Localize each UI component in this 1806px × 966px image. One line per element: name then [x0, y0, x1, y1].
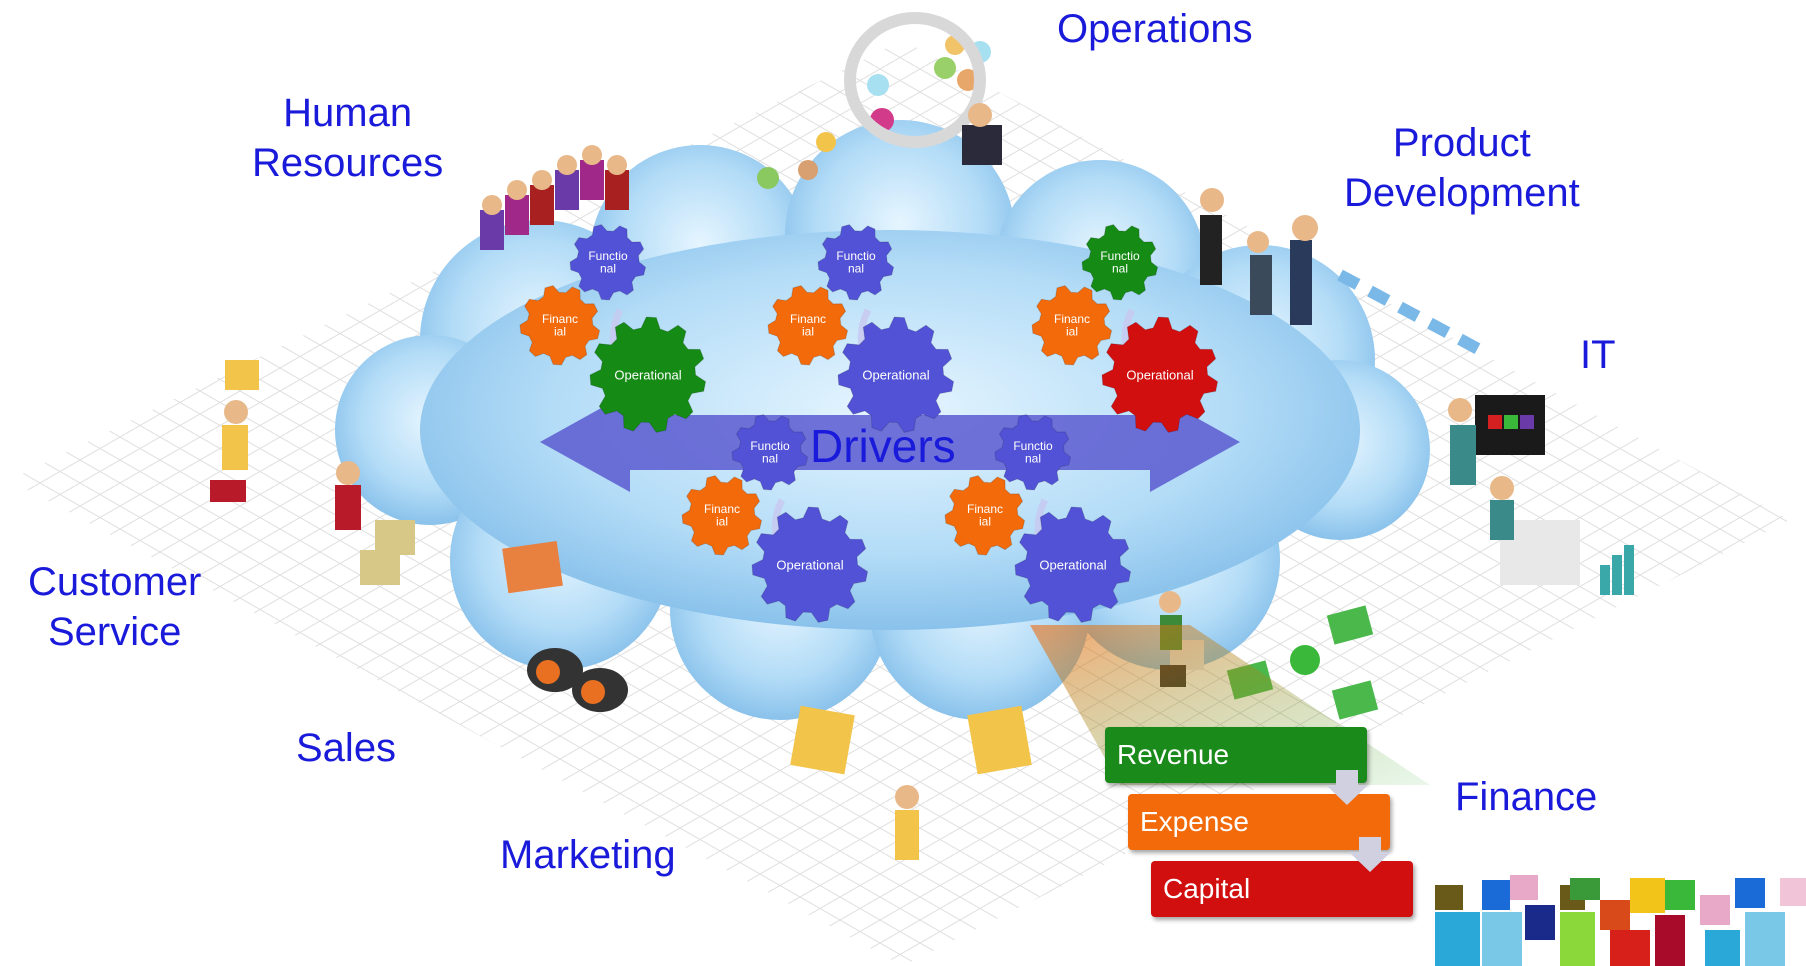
label-sales: Sales [296, 723, 396, 773]
label-it: IT [1580, 330, 1616, 380]
customer-service-line-2: Service [48, 610, 182, 654]
financial-gear-label: Financ [542, 312, 578, 326]
functional-gear-label: Functio [836, 249, 876, 263]
product-development-line-1: Product [1392, 121, 1531, 165]
label-customer-service: Customer Service [28, 557, 201, 657]
financial-gear-label: Financ [704, 502, 740, 516]
operations-figure [962, 103, 1002, 165]
product-dev-figures [1200, 188, 1483, 356]
operational-gear [751, 506, 869, 623]
label-product-development: Product Development [1344, 118, 1580, 218]
functional-gear [994, 414, 1072, 491]
operational-gear-label: Operational [862, 368, 929, 383]
drivers-label: Drivers [810, 420, 956, 472]
financial-gear-label: Financ [1054, 312, 1090, 326]
financial-gear-label: ial [802, 325, 814, 339]
functional-gear [569, 224, 647, 301]
financial-gear-label: ial [554, 325, 566, 339]
financial-gear [1031, 285, 1113, 366]
human-resources-line-1: Human [283, 91, 413, 135]
expense-label: Expense [1140, 806, 1249, 837]
capital-label: Capital [1163, 873, 1251, 904]
label-marketing: Marketing [500, 830, 676, 880]
operational-gear-label: Operational [614, 368, 681, 383]
hr-team-figures [480, 145, 629, 250]
it-line-1: IT [1580, 333, 1616, 377]
financial-gear [519, 285, 601, 366]
functional-gear [817, 224, 895, 301]
customer-service-line-1: Customer [28, 560, 202, 604]
label-finance: Finance [1455, 772, 1597, 822]
sales-figures [502, 541, 628, 712]
product-development-line-2: Development [1344, 171, 1580, 215]
operational-gear-label: Operational [1126, 368, 1193, 383]
financial-gear [944, 475, 1026, 556]
functional-gear-label: nal [600, 262, 616, 276]
marketing-figures [790, 705, 1032, 860]
financial-gear-label: ial [1066, 325, 1078, 339]
capital-box: Capital [1151, 861, 1413, 917]
revenue-label: Revenue [1117, 739, 1230, 770]
operational-gear-label: Operational [1039, 558, 1106, 573]
operational-gear [589, 316, 707, 433]
finance-line-1: Finance [1455, 775, 1598, 819]
it-figures [1448, 395, 1634, 595]
functional-gear-label: nal [762, 452, 778, 466]
functional-gear-label: nal [848, 262, 864, 276]
functional-gear-label: nal [1112, 262, 1128, 276]
marketing-line-1: Marketing [500, 833, 676, 877]
customer-service-figures [210, 360, 415, 585]
functional-gear-label: nal [1025, 452, 1041, 466]
functional-gear-label: Functio [750, 439, 790, 453]
financial-gear [767, 285, 849, 366]
functional-gear [1081, 224, 1159, 301]
financial-gear [681, 475, 763, 556]
functional-gear-label: Functio [588, 249, 628, 263]
magnifier-ring [844, 12, 986, 148]
operations-line-1: Operations [1057, 7, 1253, 51]
expense-box: Expense [1128, 794, 1390, 850]
operational-gear-label: Operational [776, 558, 843, 573]
human-resources-line-2: Resources [252, 141, 444, 185]
financial-gear-label: Financ [790, 312, 826, 326]
financial-gear-label: ial [979, 515, 991, 529]
financial-gear-label: Financ [967, 502, 1003, 516]
operational-gear [1014, 506, 1132, 623]
drivers-arrow [540, 392, 1240, 492]
financial-gear-label: ial [716, 515, 728, 529]
operational-gear [1101, 316, 1219, 433]
label-human-resources: Human Resources [252, 88, 443, 188]
functional-gear-label: Functio [1013, 439, 1053, 453]
operational-gear [837, 316, 955, 433]
gear-clusters: FunctionalFinancialOperationalFunctional… [519, 224, 1219, 623]
label-operations: Operations [1057, 4, 1253, 54]
functional-gear [731, 414, 809, 491]
functional-gear-label: Functio [1100, 249, 1140, 263]
revenue-box: Revenue [1105, 727, 1367, 783]
sales-line-1: Sales [296, 726, 397, 770]
logo-mosaic [1435, 875, 1806, 966]
